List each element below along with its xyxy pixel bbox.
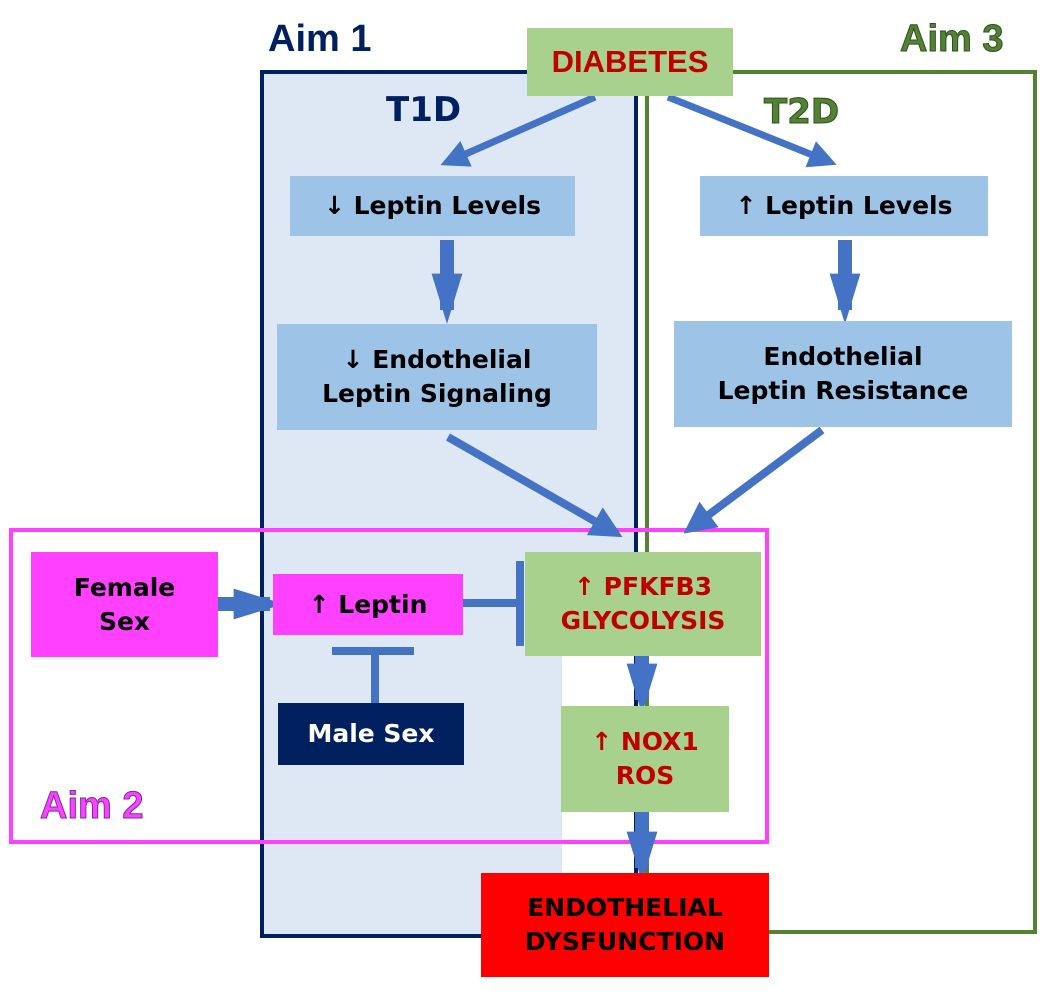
node-leptin-up: ↑ Leptin (273, 574, 463, 635)
node-t1d-leptin-levels: ↓ Leptin Levels (290, 176, 575, 236)
aim1-label: Aim 1 (268, 18, 372, 60)
node-t2d-leptin-levels: ↑ Leptin Levels (700, 176, 988, 236)
aim3-border (645, 70, 1037, 934)
arrow-signaling-to-pfkfb3 (446, 433, 623, 538)
node-male-sex: Male Sex (278, 703, 464, 765)
aim2-border (9, 528, 769, 844)
arrow-resistance-to-pfkfb3 (683, 426, 825, 534)
arrow-diabetes-to-t2d-leptin (666, 93, 837, 168)
node-female-sex: Female Sex (31, 552, 218, 657)
aim3-label: Aim 3 (899, 18, 1004, 61)
node-pfkfb3-glycolysis: ↑ PFKFB3 GLYCOLYSIS (525, 552, 761, 656)
t2d-label: T2D (763, 92, 840, 133)
node-t1d-endothelial-signaling: ↓ Endothelial Leptin Signaling (277, 324, 597, 430)
arrow-diabetes-to-t1d-leptin (440, 93, 597, 167)
node-nox1-ros: ↑ NOX1 ROS (561, 706, 729, 812)
aim2-label: Aim 2 (39, 785, 144, 828)
node-t2d-leptin-resistance: Endothelial Leptin Resistance (674, 321, 1012, 427)
node-endothelial-dysfunction: ENDOTHELIAL DYSFUNCTION (481, 873, 769, 977)
node-diabetes: DIABETES (527, 28, 733, 96)
t1d-label: T1D (386, 90, 462, 130)
aim1-border (260, 70, 638, 938)
